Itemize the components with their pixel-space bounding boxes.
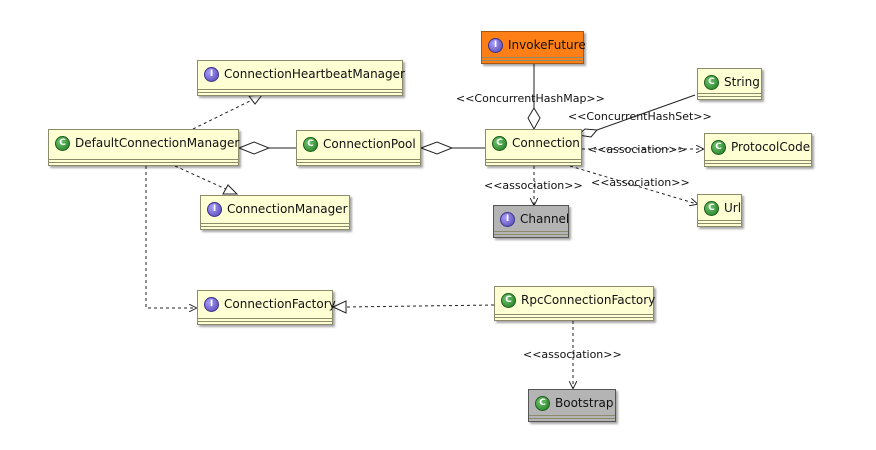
label-association-protocol: <<association>> (588, 143, 687, 156)
interface-icon: I (204, 296, 219, 312)
realization-triangle (331, 300, 347, 314)
node-label: Channel (520, 212, 570, 226)
node-connectionpool[interactable]: C ConnectionPool (296, 130, 421, 166)
interface-icon: I (207, 201, 222, 217)
node-url[interactable]: C Url (697, 194, 742, 227)
aggregation-diamond (237, 141, 271, 155)
node-invokefuture[interactable]: I InvokeFuture (481, 31, 586, 64)
class-icon: C (501, 292, 516, 308)
class-icon: C (704, 200, 719, 216)
node-label: InvokeFuture (508, 38, 586, 52)
label-association-url: <<association>> (591, 176, 690, 189)
class-icon: C (492, 135, 507, 151)
node-label: RpcConnectionFactory (521, 293, 656, 307)
node-label: Connection (512, 136, 580, 150)
node-label: ConnectionPool (323, 137, 416, 151)
label-concurrenthashset: <<ConcurrentHashSet>> (568, 110, 712, 123)
edge-dcm-connmanager (174, 165, 229, 191)
edge-connection-string (596, 94, 696, 131)
node-label: ProtocolCode (731, 140, 811, 154)
node-bootstrap[interactable]: C Bootstrap (528, 389, 616, 422)
node-rpcconnectionfactory[interactable]: C RpcConnectionFactory (494, 286, 656, 321)
realization-triangle (248, 94, 264, 105)
class-icon: C (535, 395, 550, 411)
node-label: String (724, 75, 760, 89)
interface-icon: I (500, 211, 515, 227)
node-connectionfactory[interactable]: I ConnectionFactory (197, 290, 336, 325)
realization-triangle (222, 184, 239, 195)
aggregation-diamond (527, 107, 541, 131)
node-connectionmanager[interactable]: I ConnectionManager (200, 195, 350, 230)
node-connectionheartbeatmanager[interactable]: I ConnectionHeartbeatManager (197, 60, 405, 96)
label-association-channel: <<association>> (484, 179, 583, 192)
node-label: ConnectionFactory (224, 297, 336, 311)
aggregation-diamond (419, 141, 454, 155)
interface-icon: I (488, 37, 503, 53)
label-association-bootstrap: <<association>> (523, 348, 622, 361)
node-label: ConnectionHeartbeatManager (224, 67, 405, 81)
edge-rpc-connfactory (345, 304, 495, 308)
edge-dcm-connfactory (145, 166, 196, 308)
node-defaultconnectionmanager[interactable]: C DefaultConnectionManager (48, 129, 239, 166)
node-channel[interactable]: I Channel (493, 205, 569, 238)
edge-dcm-heartbeat (192, 98, 255, 130)
node-connection[interactable]: C Connection (485, 129, 582, 166)
edge-connection-url (569, 165, 697, 204)
interface-icon: I (204, 66, 219, 82)
class-icon: C (711, 139, 726, 155)
node-protocolcode[interactable]: C ProtocolCode (704, 133, 812, 167)
class-icon: C (303, 136, 318, 152)
label-concurrenthashmap: <<ConcurrentHashMap>> (456, 92, 605, 105)
node-label: Url (724, 201, 742, 215)
node-label: ConnectionManager (227, 202, 348, 216)
node-string[interactable]: C String (697, 68, 762, 100)
node-label: Bootstrap (555, 396, 614, 410)
class-icon: C (704, 74, 719, 90)
class-icon: C (55, 135, 70, 151)
node-label: DefaultConnectionManager (75, 136, 240, 150)
